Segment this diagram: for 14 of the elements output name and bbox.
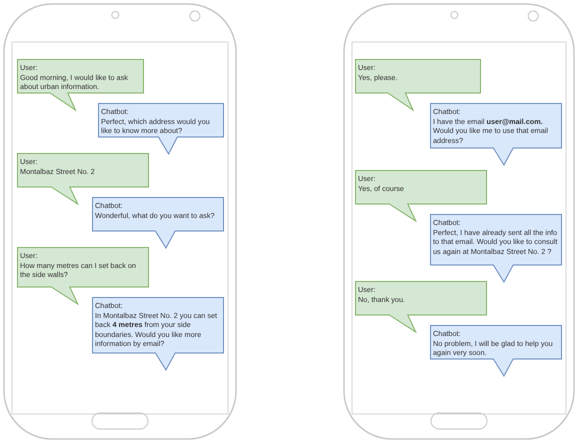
speech-bubble [17,247,149,304]
speech-bubble [430,214,562,282]
speech-bubble [355,281,487,332]
speech-bubble [92,297,224,370]
speech-bubble [92,197,224,248]
speech-bubble [17,59,144,110]
phone-drawing [3,3,237,440]
speech-bubble [430,103,562,165]
speech-bubble [17,153,149,204]
phone-drawing [343,3,575,440]
speech-bubble [430,325,562,376]
speech-bubble [355,170,487,221]
speech-bubble [355,59,481,110]
speech-bubble [98,103,224,154]
